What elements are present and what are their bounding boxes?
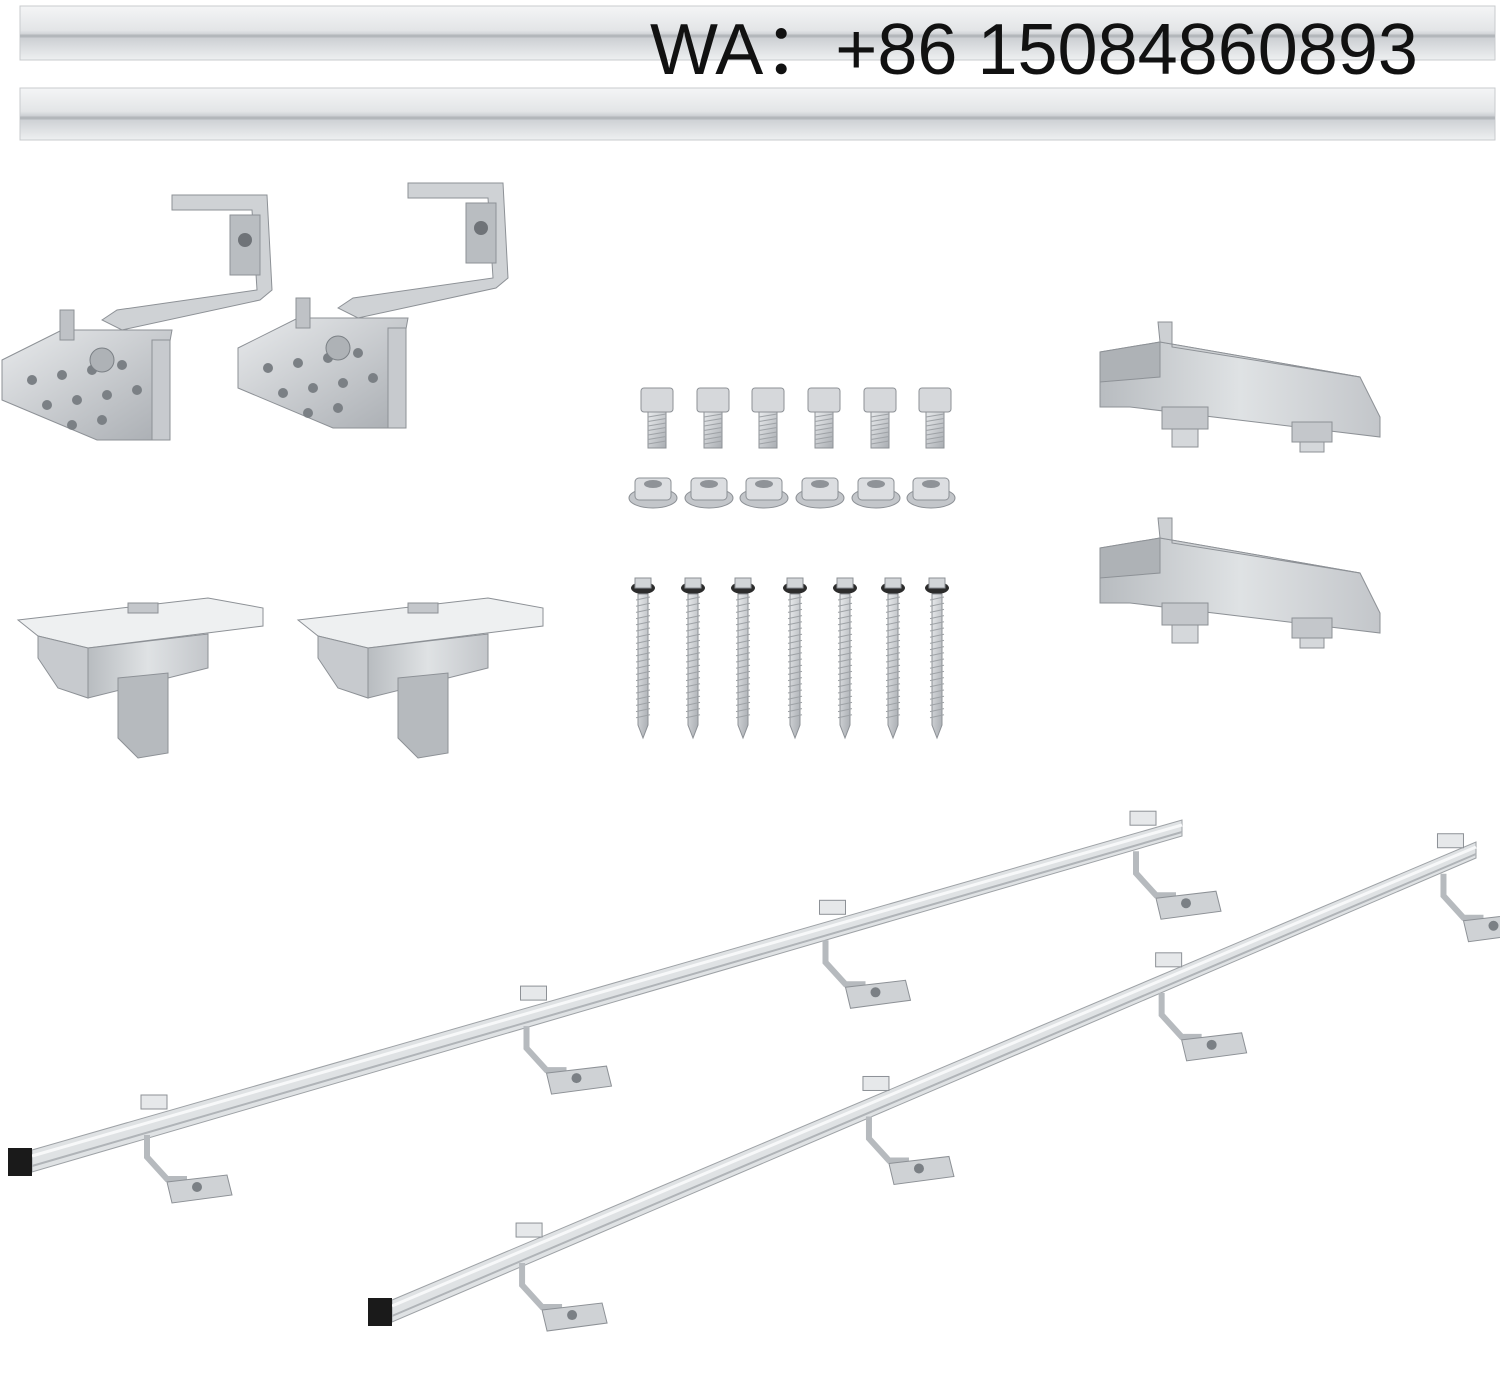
wood-screw-icon — [783, 577, 807, 740]
roof-hook-icon — [1129, 810, 1222, 920]
end-clamp-icon — [296, 597, 544, 759]
aluminum-rail-icon — [19, 5, 1496, 61]
flange-nut-icon — [851, 477, 901, 509]
roof-hook-icon — [1, 194, 273, 441]
wood-screw-icon — [881, 577, 905, 740]
roof-hook-icon — [819, 899, 912, 1009]
flange-nut-icon — [906, 477, 956, 509]
hex-bolt-icon — [863, 387, 897, 449]
contact-watermark: WA：+86 15084860893 — [650, 10, 1418, 90]
rail-connector-icon — [1099, 321, 1381, 453]
hex-bolt-icon — [696, 387, 730, 449]
hex-bolt-icon — [807, 387, 841, 449]
assembled-rail-system-icon — [8, 810, 1222, 1204]
flange-nut-icon — [739, 477, 789, 509]
assembled-rail-system-icon — [368, 833, 1500, 1332]
roof-hook-icon — [862, 1075, 955, 1186]
roof-hook-icon — [520, 985, 613, 1095]
rail-connector-icon — [1099, 517, 1381, 649]
hex-bolt-icon — [918, 387, 952, 449]
wood-screw-icon — [681, 577, 705, 740]
roof-hook-icon — [140, 1094, 233, 1204]
wood-screw-icon — [731, 577, 755, 740]
flange-nut-icon — [628, 477, 678, 509]
aluminum-rail-icon — [19, 87, 1496, 141]
hex-bolt-icon — [640, 387, 674, 449]
hex-bolt-icon — [751, 387, 785, 449]
wood-screw-icon — [833, 577, 857, 740]
roof-hook-icon — [1155, 952, 1248, 1062]
flange-nut-icon — [684, 477, 734, 509]
roof-hook-icon — [237, 182, 509, 429]
end-clamp-icon — [16, 597, 264, 759]
flange-nut-icon — [795, 477, 845, 509]
wood-screw-icon — [631, 577, 655, 740]
roof-hook-icon — [1436, 833, 1500, 943]
roof-hook-icon — [515, 1222, 608, 1332]
wood-screw-icon — [925, 577, 949, 740]
